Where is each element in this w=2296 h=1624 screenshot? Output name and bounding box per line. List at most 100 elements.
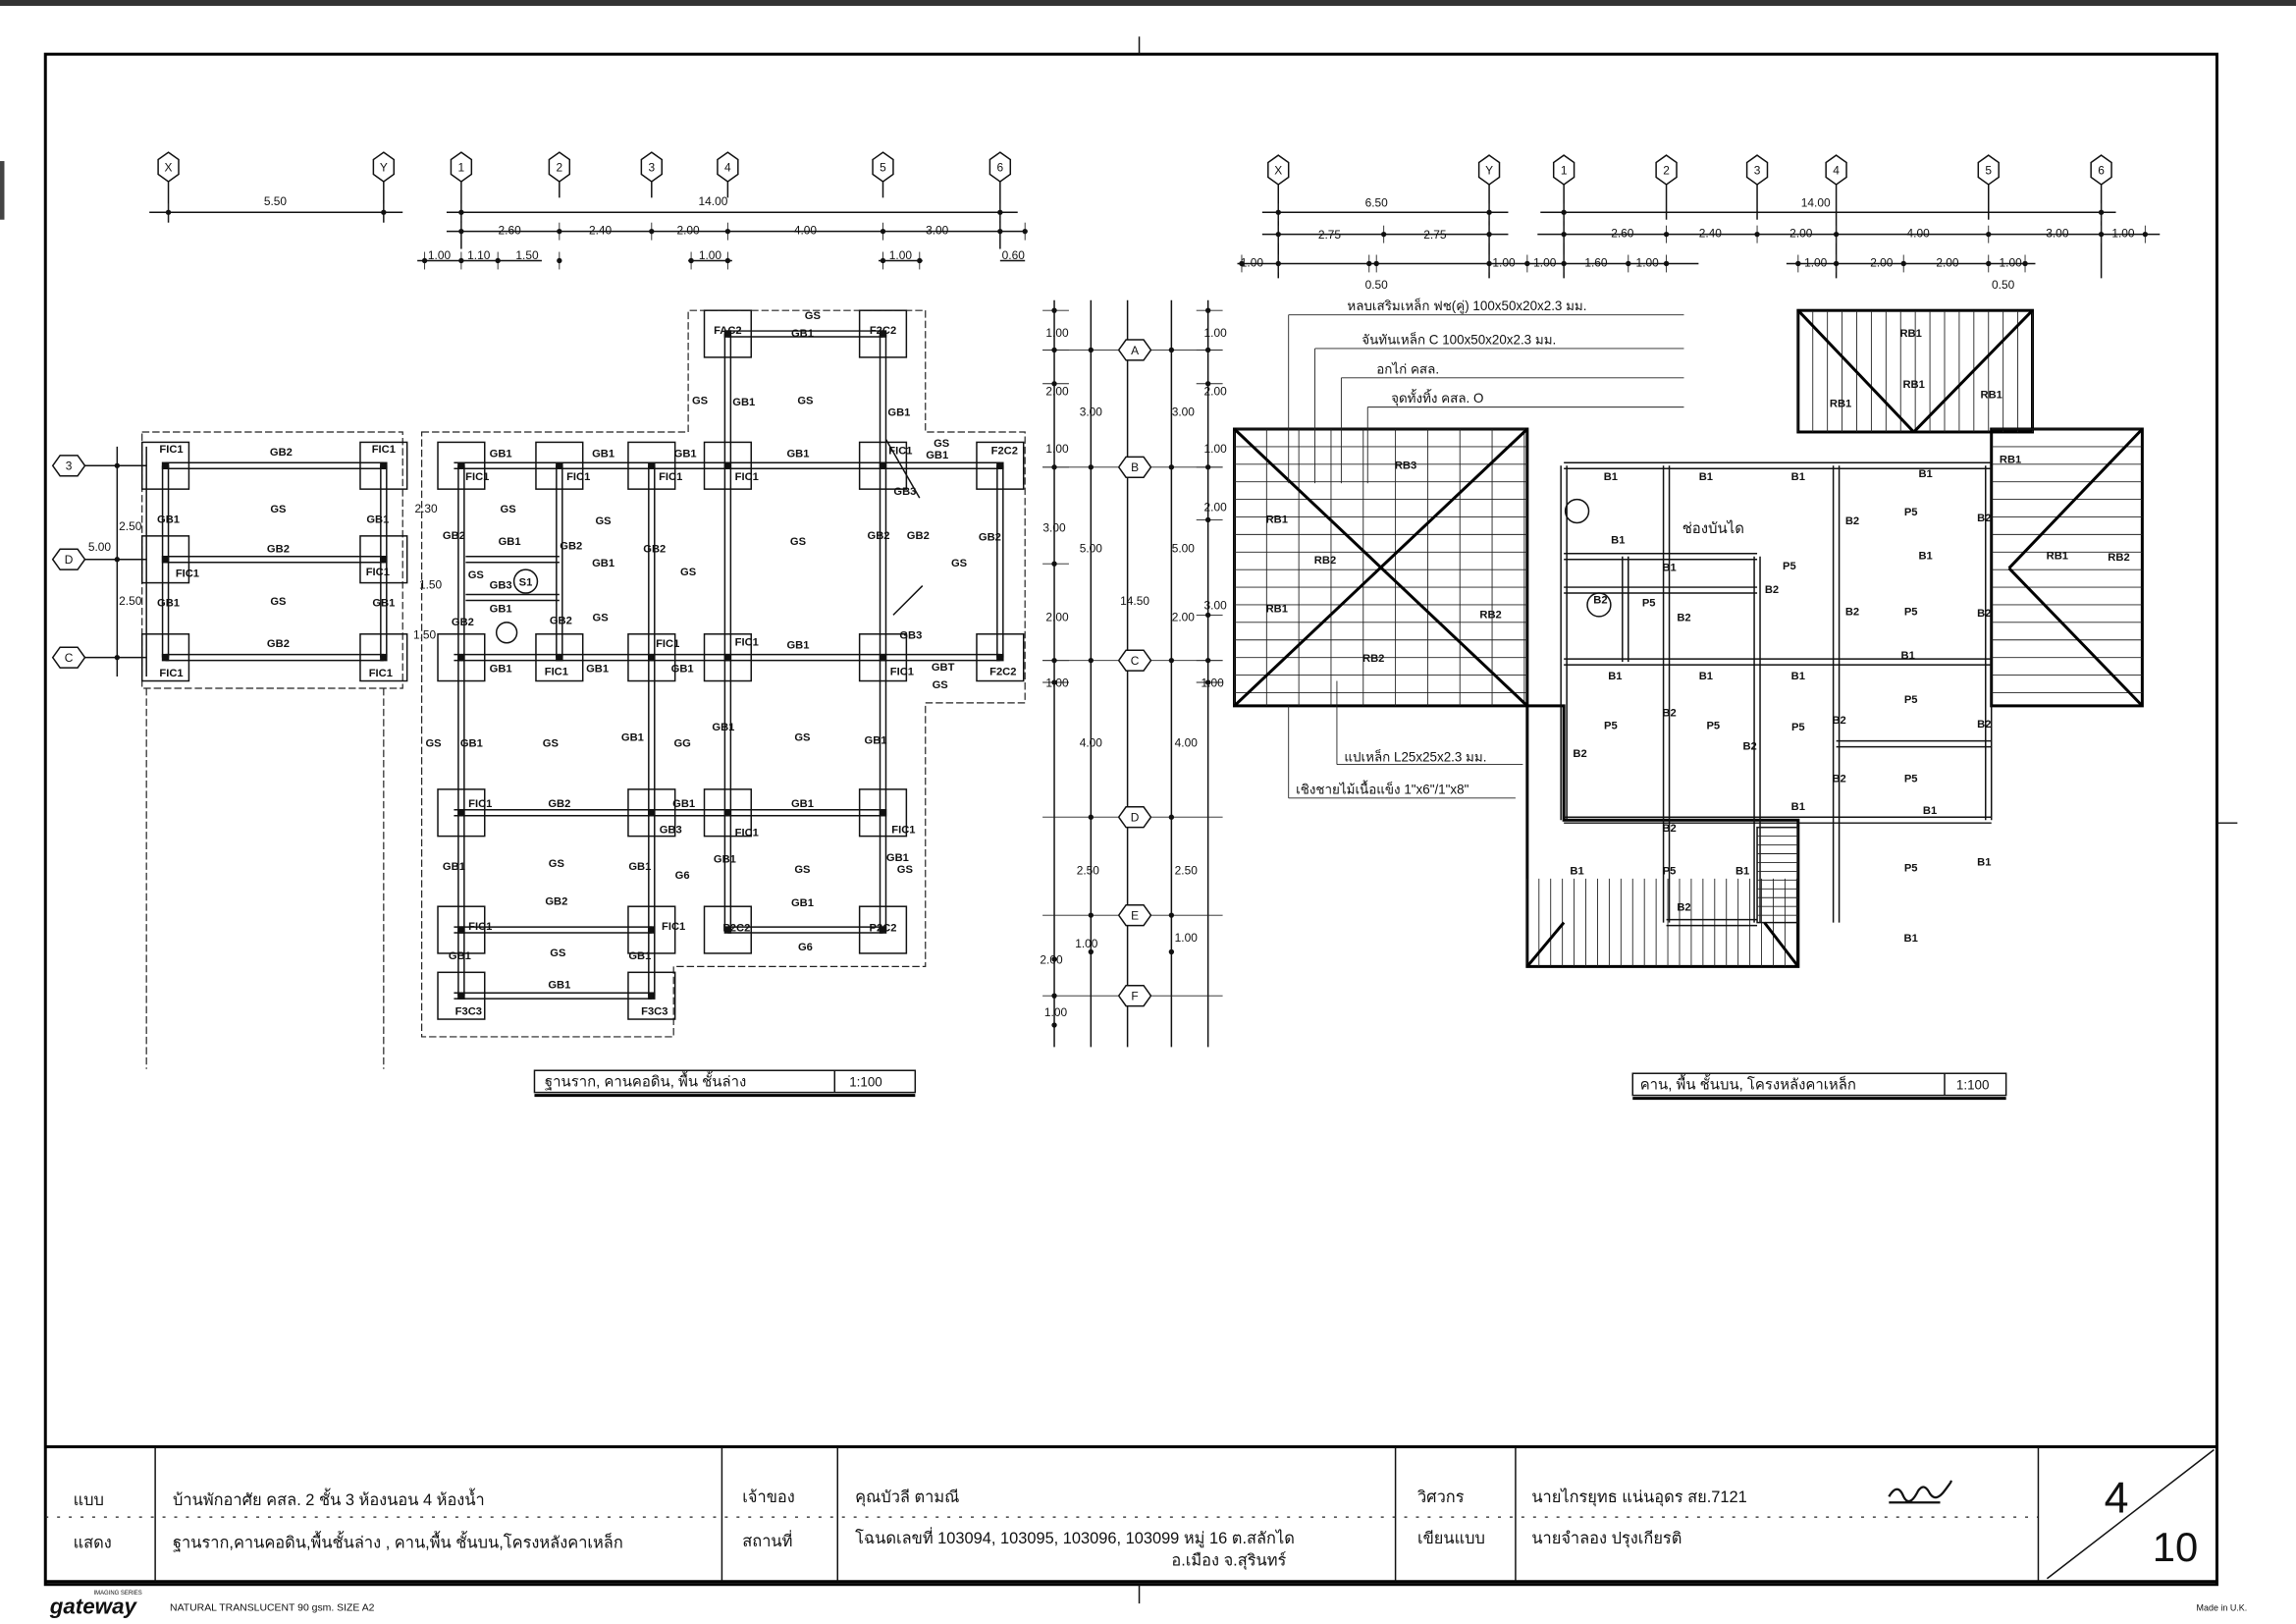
dimension-value: 1.00 bbox=[1045, 676, 1069, 689]
column bbox=[879, 461, 887, 470]
location-line-2: อ.เมือง จ.สุรินทร์ bbox=[1171, 1550, 1286, 1570]
plan-label: P5 bbox=[1904, 507, 1918, 518]
plan-label: GB1 bbox=[791, 798, 814, 810]
plan-label: GS bbox=[593, 612, 610, 623]
footing bbox=[437, 971, 486, 1020]
plan-label: B2 bbox=[1977, 513, 1991, 524]
plan-label: B2 bbox=[1662, 707, 1676, 719]
dimension-tick bbox=[1204, 381, 1211, 387]
plan-label: GB1 bbox=[674, 448, 697, 460]
plan-label: GB1 bbox=[714, 853, 736, 865]
dimension-value: 1.50 bbox=[515, 248, 539, 262]
drafter-label: เขียนแบบ bbox=[1417, 1530, 1485, 1547]
column bbox=[161, 461, 170, 470]
dimension-tick bbox=[880, 257, 886, 264]
plan-label: RB3 bbox=[1395, 460, 1416, 471]
dimension-value: 5.00 bbox=[88, 540, 112, 554]
plan-label: F2C2 bbox=[870, 325, 896, 337]
grid-bubble bbox=[450, 151, 473, 183]
owner-name: คุณบัวลี ตามณี bbox=[855, 1489, 959, 1507]
plan-label: GS bbox=[543, 738, 560, 750]
dimension-value: 2.00 bbox=[1045, 610, 1069, 623]
column bbox=[723, 809, 732, 817]
plan-label: GS bbox=[897, 864, 914, 876]
plan-label: FIC1 bbox=[159, 444, 183, 456]
dimension-value: 3.00 bbox=[1042, 520, 1066, 534]
drawing-label-2: แสดง bbox=[74, 1534, 112, 1551]
dimension-value: 1.50 bbox=[413, 627, 437, 641]
paper-series: IMAGING SERIES bbox=[93, 1591, 141, 1597]
footing bbox=[627, 905, 676, 954]
grid-bubble bbox=[548, 151, 571, 183]
dimension-value: 1.60 bbox=[1584, 255, 1608, 269]
dimension-tick bbox=[557, 228, 562, 235]
plan-label: B2 bbox=[1573, 748, 1586, 760]
column bbox=[457, 461, 465, 470]
grid-bubble bbox=[157, 151, 180, 183]
grid-bubble bbox=[988, 151, 1012, 183]
paper-spec: NATURAL TRANSLUCENT 90 gsm. SIZE A2 bbox=[170, 1603, 375, 1614]
plan-label: FIC1 bbox=[735, 828, 759, 839]
roof-note: จุดทั้งทิ้ง คสล. O bbox=[1391, 389, 1483, 406]
plan-label: GB2 bbox=[979, 531, 1001, 543]
roof-note: อกไก่ คสล. bbox=[1376, 361, 1439, 376]
dimension-tick bbox=[1486, 209, 1492, 215]
column bbox=[556, 653, 563, 662]
dimension-tick bbox=[1051, 347, 1057, 353]
plan-label: F3C3 bbox=[641, 1006, 667, 1018]
plan-label: P5 bbox=[1642, 597, 1656, 609]
project-name: บ้านพักอาศัย คสล. 2 ชั้น 3 ห้องนอน 4 ห้อ… bbox=[173, 1488, 485, 1509]
dimension-tick bbox=[1051, 679, 1057, 685]
plan-label: B1 bbox=[1923, 805, 1937, 817]
dimension-tick bbox=[1168, 912, 1175, 918]
plan-label: GB1 bbox=[490, 448, 512, 460]
plan-label: GB1 bbox=[157, 597, 180, 609]
plan-label: FIC1 bbox=[662, 921, 685, 933]
grid-label: 2 bbox=[557, 160, 563, 174]
grid-label: 1 bbox=[1561, 163, 1568, 177]
grid-label: 6 bbox=[2098, 163, 2105, 177]
dimension-tick bbox=[1204, 464, 1211, 470]
dimension-tick bbox=[1663, 260, 1670, 267]
dimension-value: 3.00 bbox=[926, 224, 949, 238]
dimension-tick bbox=[1900, 260, 1906, 267]
dimension-value: 2.50 bbox=[1077, 863, 1100, 877]
plan-label: GS bbox=[549, 858, 565, 870]
footing bbox=[359, 535, 408, 584]
dimension-tick bbox=[1833, 231, 1840, 238]
plan-label: RB1 bbox=[1902, 379, 1924, 391]
plan-label: B1 bbox=[1604, 471, 1618, 483]
dimension-value: 4.00 bbox=[1907, 227, 1931, 241]
plan-label: FIC1 bbox=[468, 798, 492, 810]
plan-label: GB1 bbox=[490, 664, 512, 676]
plan-label: RB2 bbox=[1479, 609, 1501, 621]
ground-beam bbox=[892, 585, 924, 616]
dimension-value: 1.00 bbox=[1045, 326, 1069, 340]
footing bbox=[437, 441, 486, 490]
plan-label: P5 bbox=[1791, 722, 1805, 733]
plan-label: FIC1 bbox=[159, 668, 183, 679]
dimension-tick bbox=[1051, 657, 1057, 664]
dimension-tick bbox=[1168, 347, 1175, 353]
plan-label: GB1 bbox=[449, 950, 471, 962]
plan-label: GB1 bbox=[791, 328, 814, 340]
plan-label: G6 bbox=[798, 942, 813, 953]
column bbox=[648, 926, 656, 934]
plan-label: RB2 bbox=[2108, 552, 2129, 564]
plan-label: GB2 bbox=[267, 638, 290, 650]
plan-label: GB1 bbox=[366, 514, 389, 525]
dimension-value: 2.60 bbox=[1611, 227, 1634, 241]
plan-label: GB2 bbox=[550, 615, 572, 626]
plan-label: RB1 bbox=[2047, 551, 2068, 563]
plan-label: FIC1 bbox=[891, 825, 915, 837]
plan-label: B2 bbox=[1677, 612, 1690, 623]
column bbox=[648, 809, 656, 817]
plan-label: GS bbox=[797, 396, 814, 407]
location-label: สถานที่ bbox=[742, 1530, 792, 1550]
plan-label: B1 bbox=[1791, 801, 1805, 813]
dimension-value: 2.60 bbox=[499, 224, 522, 238]
hip-rafter bbox=[1796, 309, 1915, 434]
plan-label: GB3 bbox=[660, 825, 682, 837]
column bbox=[457, 653, 465, 662]
location-line-1: โฉนดเลขที่ 103094, 103095, 103096, 10309… bbox=[855, 1527, 1295, 1548]
